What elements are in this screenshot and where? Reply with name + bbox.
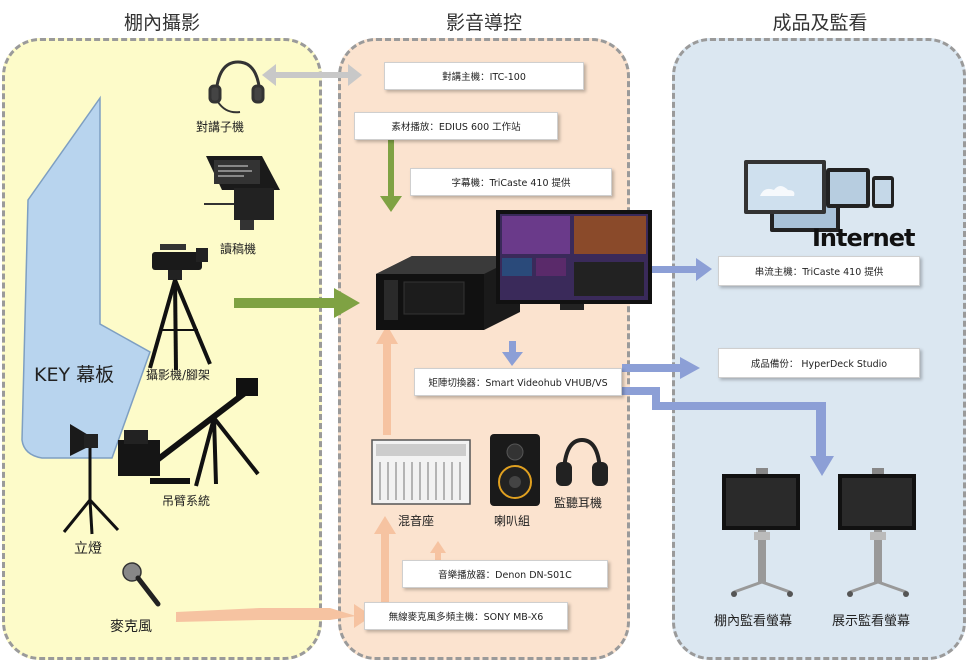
server-icon bbox=[376, 256, 520, 330]
crane-label: 吊臂系統 bbox=[162, 494, 211, 508]
switcher-monitor-icon bbox=[496, 210, 652, 310]
studio-zone-title: 棚內攝影 bbox=[123, 12, 200, 34]
camera-tripod-icon bbox=[148, 244, 212, 371]
headset-icon bbox=[208, 60, 265, 114]
headphones-icon bbox=[556, 437, 608, 486]
monitor-headphones-label: 監聽耳機 bbox=[554, 496, 603, 510]
wireless-mic-box: 無線麥克風多頻主機：SONY MB-X6 bbox=[364, 602, 568, 630]
playback-arrow bbox=[380, 138, 402, 212]
microphone-icon bbox=[122, 562, 161, 607]
speaker-icon bbox=[490, 434, 540, 506]
microphone-label: 麥克風 bbox=[110, 619, 152, 635]
matrix-box: 矩陣切換器：Smart Videohub VHUB/VS bbox=[414, 368, 622, 396]
studio-feed-arrow bbox=[234, 288, 360, 318]
teleprompter-icon bbox=[204, 156, 280, 230]
output-zone-title: 成品及監看 bbox=[772, 12, 868, 34]
mixer-label: 混音座 bbox=[398, 514, 435, 528]
studio-monitor-stand-icon bbox=[722, 468, 800, 597]
mic-to-wireless-arrow bbox=[176, 604, 372, 628]
streaming-arrow bbox=[652, 258, 712, 281]
wireless-to-mixer-arrow bbox=[374, 516, 396, 604]
intercom-link-arrow bbox=[262, 64, 362, 86]
control-zone-title: 影音導控 bbox=[445, 12, 522, 34]
key-screen-icon bbox=[21, 95, 151, 459]
music-player-box: 音樂播放器：Denon DN-S01C bbox=[402, 560, 608, 588]
studio-monitor-label: 棚內監看螢幕 bbox=[714, 614, 793, 629]
music-to-mixer-arrow bbox=[430, 541, 446, 566]
intercom-headset-label: 對講子機 bbox=[196, 120, 245, 134]
camera-tripod-label: 攝影機/腳架 bbox=[146, 368, 211, 382]
internet-label: Internet bbox=[812, 224, 915, 252]
teleprompter-label: 讀稿機 bbox=[220, 242, 257, 256]
backup-arrow bbox=[622, 357, 700, 379]
display-monitor-label: 展示監看螢幕 bbox=[832, 614, 911, 629]
subtitle-box: 字幕機：TriCaste 410 提供 bbox=[410, 168, 612, 196]
internet-devices-icon bbox=[744, 160, 894, 232]
mixer-to-server-arrow bbox=[376, 325, 398, 435]
monitor-output-arrow bbox=[622, 387, 834, 476]
speakers-label: 喇叭組 bbox=[494, 514, 531, 528]
mixer-icon bbox=[371, 439, 471, 505]
display-monitor-stand-icon bbox=[838, 468, 916, 597]
backup-box: 成品備份： HyperDeck Studio bbox=[718, 348, 920, 378]
playback-box: 素材播放：EDIUS 600 工作站 bbox=[354, 112, 558, 140]
light-stand-label: 立燈 bbox=[74, 541, 102, 557]
intercom-main-box: 對講主機：ITC-100 bbox=[384, 62, 584, 90]
crane-icon bbox=[118, 378, 260, 487]
matrix-input-arrow bbox=[502, 341, 523, 366]
key-screen-label: KEY 幕板 bbox=[34, 364, 115, 386]
light-stand-icon bbox=[62, 424, 120, 535]
streaming-box: 串流主機：TriCaste 410 提供 bbox=[718, 256, 920, 286]
